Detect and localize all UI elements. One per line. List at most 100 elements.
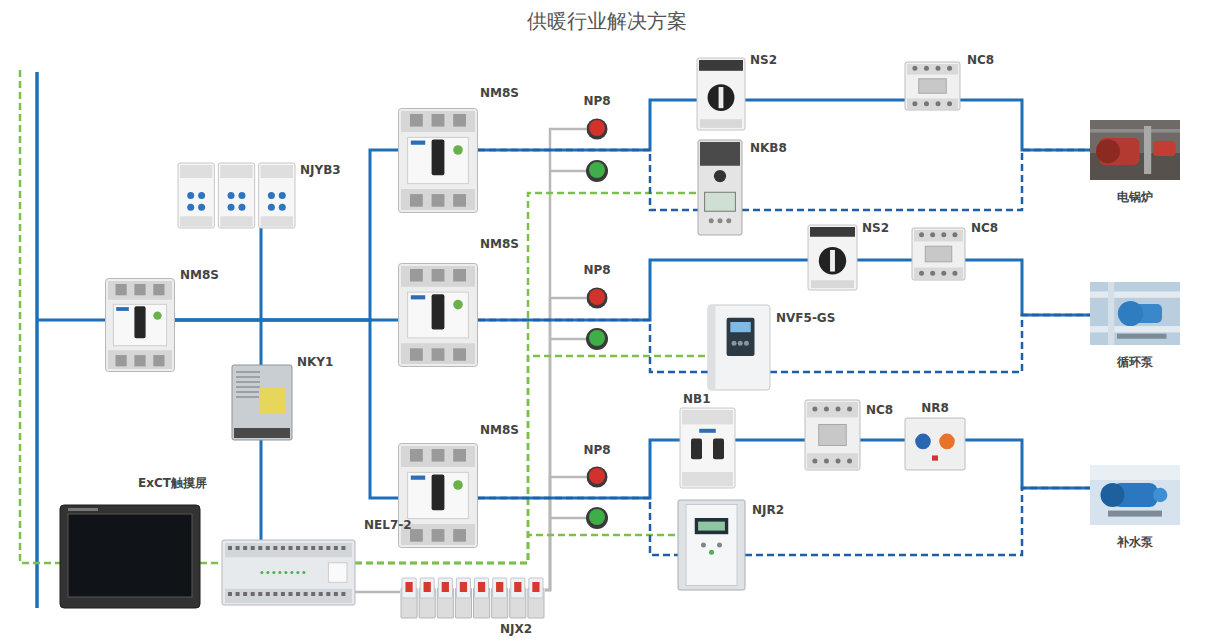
art-rect (700, 119, 742, 128)
art-circle (947, 66, 952, 71)
art-rect (328, 563, 347, 583)
component-box: NC8 (805, 400, 860, 470)
wire-connector (545, 477, 586, 590)
art-rect (410, 348, 423, 360)
art-rect (411, 476, 425, 480)
product-picture (708, 305, 770, 390)
art-rect (453, 529, 466, 542)
component-box: NJX2 (400, 578, 545, 618)
art-rect (699, 429, 716, 433)
green-button (589, 509, 605, 525)
art-rect (225, 543, 352, 557)
art-rect (234, 428, 290, 438)
signal-wire (550, 517, 586, 520)
component-box: NKB8 (698, 140, 742, 235)
art-rect (243, 546, 247, 550)
art-rect (180, 165, 212, 178)
art-rect (699, 60, 743, 71)
art-rect (326, 546, 330, 550)
art-rect (341, 546, 345, 550)
art-rect (691, 438, 702, 459)
product-picture (586, 466, 608, 488)
art-circle (947, 101, 952, 106)
art-rect (511, 578, 525, 598)
part-label: NR8 (921, 401, 949, 415)
art-rect (401, 343, 475, 364)
art-circle (939, 434, 955, 450)
art-rect (311, 546, 315, 550)
art-rect (432, 140, 445, 176)
art-circle (847, 407, 852, 412)
art-circle (936, 66, 941, 71)
product-picture (1090, 465, 1180, 525)
wire-connector (175, 150, 398, 320)
wire-connector (860, 439, 905, 442)
art-rect (460, 582, 467, 592)
art-rect (134, 306, 145, 338)
art-rect (1090, 282, 1180, 345)
art-rect (456, 578, 470, 598)
part-label: NC8 (967, 53, 994, 67)
art-rect (116, 284, 127, 295)
art-rect (222, 540, 355, 605)
art-rect (705, 192, 736, 211)
art-rect (180, 216, 212, 226)
art-rect (106, 279, 175, 372)
art-rect (700, 142, 740, 166)
art-rect (304, 592, 308, 596)
art-rect (243, 592, 247, 596)
art-rect (236, 396, 260, 398)
art-rect (401, 189, 475, 210)
art-rect (402, 578, 416, 598)
part-label: 补水泵 (1117, 535, 1153, 549)
art-circle (284, 571, 287, 574)
part-label: NC8 (971, 221, 998, 235)
art-rect (932, 455, 938, 460)
product-picture (808, 225, 857, 290)
art-rect (153, 284, 164, 295)
component-box: NKY1 (232, 365, 292, 440)
art-rect (116, 307, 129, 311)
art-rect (432, 348, 445, 360)
art-circle (952, 271, 957, 276)
art-rect (432, 194, 445, 207)
art-rect (1090, 465, 1180, 480)
part-label: NC8 (866, 403, 893, 417)
wire-connector (478, 150, 698, 210)
product-picture (398, 443, 478, 548)
art-circle (453, 145, 463, 155)
wire-connector (965, 440, 1090, 488)
product-picture (398, 108, 478, 213)
art-rect (236, 546, 240, 550)
art-rect (153, 355, 164, 366)
art-rect (259, 163, 295, 228)
art-rect (178, 163, 214, 228)
product-picture (1090, 282, 1180, 345)
art-rect (401, 111, 475, 132)
art-circle (824, 407, 829, 412)
art-rect (432, 294, 445, 329)
art-rect (698, 522, 725, 531)
component-box: 循环泵 (1090, 282, 1180, 345)
diagram-title: 供暖行业解决方案 (0, 8, 1214, 34)
art-rect (134, 355, 145, 366)
art-circle (187, 192, 194, 199)
art-rect (411, 141, 425, 145)
art-rect (319, 592, 323, 596)
art-rect (261, 216, 293, 226)
part-label: NJYB3 (300, 163, 341, 177)
art-rect (698, 140, 742, 235)
art-circle (453, 480, 463, 490)
art-rect (411, 295, 425, 299)
part-label: NKB8 (750, 141, 787, 155)
art-rect (266, 592, 270, 596)
power-bus (35, 72, 39, 608)
art-rect (236, 391, 260, 393)
art-circle (153, 311, 161, 319)
art-rect (405, 582, 412, 592)
art-rect (1144, 126, 1151, 174)
green-button (589, 162, 605, 178)
art-rect (907, 98, 958, 109)
art-rect (410, 529, 423, 542)
art-rect (401, 524, 475, 545)
